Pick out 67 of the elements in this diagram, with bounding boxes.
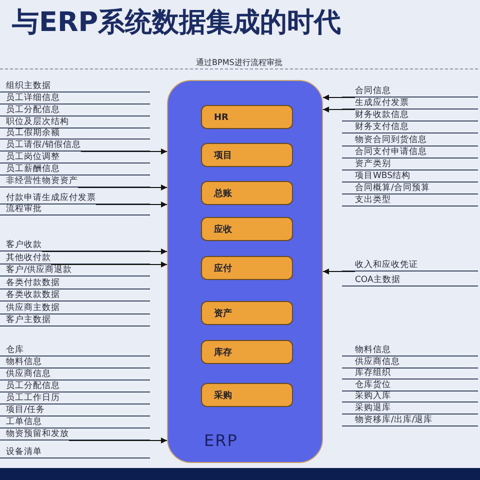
list-item: 生成应付发票 bbox=[355, 98, 409, 109]
approval-note: 通过BPMS进行流程审批 bbox=[196, 58, 282, 68]
list-item: 仓库 bbox=[6, 345, 24, 356]
list-item: 采购入库 bbox=[355, 391, 391, 402]
system-label: ERP bbox=[204, 431, 238, 451]
list-item: 项目WBS结构 bbox=[355, 171, 410, 182]
list-item: 客户/供应商退款 bbox=[6, 265, 72, 276]
list-item: 员工岗位调整 bbox=[6, 152, 60, 163]
list-item: 客户收款 bbox=[6, 240, 42, 251]
list-item: 客户主数据 bbox=[6, 315, 51, 326]
list-item: 资产类别 bbox=[355, 159, 391, 170]
list-item: 库存组织 bbox=[355, 368, 391, 379]
title: 与ERP系统数据集成的时代 bbox=[12, 6, 342, 40]
list-item: 财务收款信息 bbox=[355, 110, 409, 121]
list-item: COA主数据 bbox=[355, 275, 400, 286]
list-item: 合同支付申请信息 bbox=[355, 147, 427, 158]
module-box: 库存 bbox=[201, 340, 293, 364]
list-item: 物资合同到货信息 bbox=[355, 135, 427, 146]
module-box: HR bbox=[201, 105, 293, 129]
system-container bbox=[167, 80, 323, 463]
list-item: 仓库货位 bbox=[355, 380, 391, 390]
list-item: 员工详细信息 bbox=[6, 93, 60, 104]
list-item: 财务支付信息 bbox=[355, 122, 409, 133]
list-item: 职位及层次结构 bbox=[6, 117, 69, 128]
list-item: 供应商主数据 bbox=[6, 303, 60, 314]
module-box: 应付 bbox=[201, 256, 293, 280]
list-item: 其他收付款 bbox=[6, 253, 51, 264]
list-item: 供应商信息 bbox=[355, 357, 400, 368]
list-item: 项目/任务 bbox=[6, 405, 45, 416]
list-item: 合同信息 bbox=[355, 86, 391, 97]
list-item: 支出类型 bbox=[355, 195, 391, 206]
arrow bbox=[42, 248, 168, 254]
list-item: 采购退库 bbox=[355, 403, 391, 414]
list-item: 员工分配信息 bbox=[6, 381, 60, 392]
list-item: 物料信息 bbox=[6, 357, 42, 368]
list-item: 设备清单 bbox=[6, 447, 42, 458]
list-item: 员工假期余额 bbox=[6, 128, 60, 139]
list-item: 物资移库/出库/退库 bbox=[355, 415, 433, 426]
list-item: 付款申请生成应付发票 bbox=[6, 193, 96, 204]
list-item: 合同概算/合同预算 bbox=[355, 183, 430, 194]
module-box: 应收 bbox=[201, 217, 293, 241]
list-item: 员工请假/销假信息 bbox=[6, 140, 81, 151]
list-item: 物料信息 bbox=[355, 345, 391, 356]
arrow bbox=[50, 262, 168, 268]
arrow bbox=[322, 106, 356, 112]
arrow bbox=[68, 438, 168, 444]
module-box: 总账 bbox=[201, 181, 293, 205]
list-item: 非经营性物资资产 bbox=[6, 176, 78, 187]
list-item: 各类付款数据 bbox=[6, 278, 60, 289]
module-box: 资产 bbox=[201, 301, 293, 325]
arrow bbox=[322, 268, 356, 274]
arrow bbox=[322, 94, 356, 100]
arrow bbox=[78, 184, 168, 190]
arrow bbox=[96, 202, 168, 208]
list-item: 组织主数据 bbox=[6, 81, 51, 92]
list-item: 员工分配信息 bbox=[6, 105, 60, 116]
list-item: 流程审批 bbox=[6, 204, 42, 215]
list-item: 供应商信息 bbox=[6, 369, 51, 380]
list-item: 工单信息 bbox=[6, 417, 42, 428]
list-item: 员工薪酬信息 bbox=[6, 164, 60, 175]
arrow bbox=[80, 148, 168, 154]
module-box: 项目 bbox=[201, 143, 293, 167]
list-item: 物资预留和发放 bbox=[6, 429, 69, 440]
list-item: 员工工作日历 bbox=[6, 393, 60, 404]
list-item: 收入和应收凭证 bbox=[355, 260, 418, 271]
list-item: 各类收款数据 bbox=[6, 290, 60, 301]
module-box: 采购 bbox=[201, 383, 293, 407]
